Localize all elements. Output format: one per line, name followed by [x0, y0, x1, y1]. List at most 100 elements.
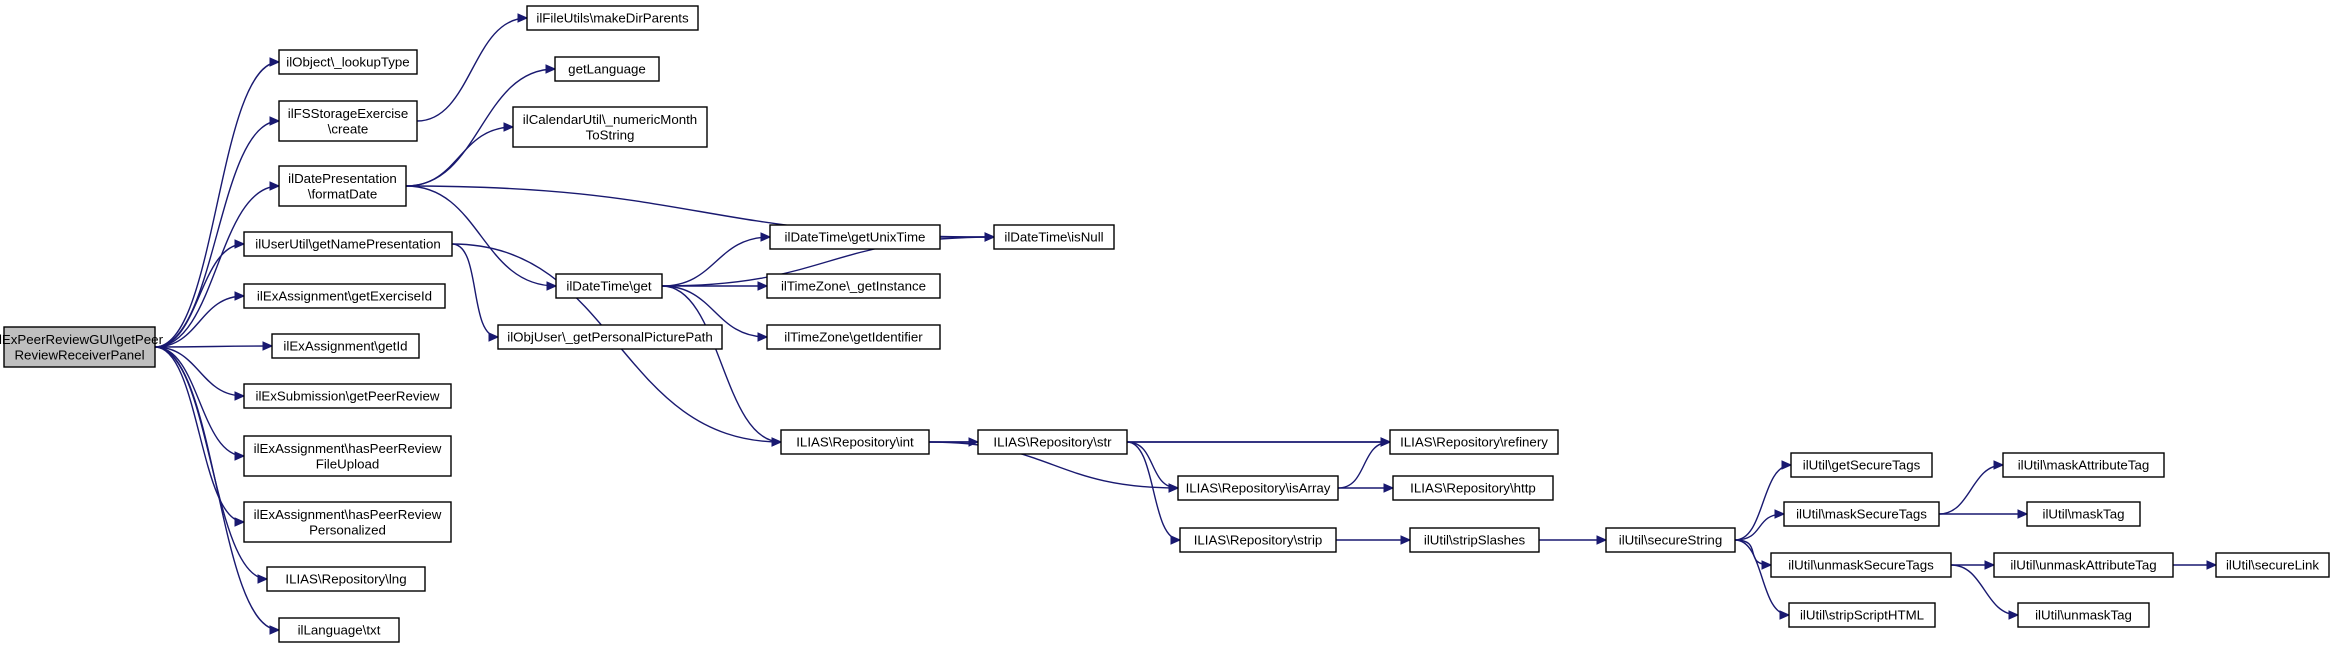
- node-label: getLanguage: [568, 62, 646, 77]
- node-tzGetInstance[interactable]: ilTimeZone\_getInstance: [766, 273, 941, 299]
- edge-repoStr-to-refinery: [1127, 437, 1392, 447]
- node-getLanguage[interactable]: getLanguage: [554, 56, 660, 82]
- edge-root-to-txt: [154, 346, 281, 635]
- edge-root-to-getId: [154, 341, 274, 351]
- node-label: ilDatePresentation: [288, 171, 397, 186]
- node-label: ilExAssignment\hasPeerReview: [254, 507, 442, 522]
- node-tzGetIdentifier[interactable]: ilTimeZone\getIdentifier: [766, 324, 941, 350]
- edge-secureString-to-stripScriptHTML: [1734, 539, 1791, 620]
- edge-unmaskAttributeTag-to-secureLink: [2172, 560, 2218, 570]
- node-label: ilFileUtils\makeDirParents: [536, 11, 689, 26]
- node-box: [1605, 527, 1736, 553]
- edge-root-to-formatDate: [154, 181, 281, 348]
- node-label: ILIAS\Repository\http: [1410, 481, 1536, 496]
- node-label: ilDateTime\isNull: [1004, 230, 1103, 245]
- node-label: ilCalendarUtil\_numericMonth: [523, 112, 697, 127]
- node-box: [1389, 429, 1559, 455]
- node-box: [1770, 552, 1952, 578]
- node-dtGet[interactable]: ilDateTime\get: [555, 273, 663, 299]
- node-box: [769, 224, 941, 250]
- node-label: ilTimeZone\_getInstance: [781, 279, 926, 294]
- node-unmaskAttributeTag[interactable]: ilUtil\unmaskAttributeTag: [1993, 552, 2174, 578]
- node-getUnixTime[interactable]: ilDateTime\getUnixTime: [769, 224, 941, 250]
- node-label: ILIAS\Repository\refinery: [1400, 435, 1548, 450]
- node-getSecureTags[interactable]: ilUtil\getSecureTags: [1790, 452, 1933, 478]
- node-isNull[interactable]: ilDateTime\isNull: [993, 224, 1115, 250]
- node-maskSecureTags[interactable]: ilUtil\maskSecureTags: [1783, 501, 1940, 527]
- node-box: [2026, 501, 2141, 527]
- node-stripSlashes[interactable]: ilUtil\stripSlashes: [1409, 527, 1540, 553]
- node-box: [1392, 475, 1554, 501]
- node-label: \formatDate: [308, 186, 377, 201]
- node-box: [1788, 602, 1936, 628]
- node-secureString[interactable]: ilUtil\secureString: [1605, 527, 1736, 553]
- node-label: ilExSubmission\getPeerReview: [255, 389, 439, 404]
- node-label: ILIAS\Repository\int: [796, 435, 914, 450]
- node-getPeerReview[interactable]: ilExSubmission\getPeerReview: [243, 383, 452, 409]
- node-getExerciseId[interactable]: ilExAssignment\getExerciseId: [243, 283, 446, 309]
- node-isArray[interactable]: ILIAS\Repository\isArray: [1177, 475, 1339, 501]
- edge-root-to-hasPRFileUpload: [154, 346, 246, 461]
- node-label: FileUpload: [316, 456, 380, 471]
- node-box: [766, 324, 941, 350]
- node-maskTag[interactable]: ilUtil\maskTag: [2026, 501, 2141, 527]
- edge-unmaskSecureTags-to-unmaskTag: [1950, 564, 2020, 620]
- node-repoStr[interactable]: ILIAS\Repository\str: [977, 429, 1128, 455]
- node-fsCreate[interactable]: ilFSStorageExercise\create: [278, 100, 418, 142]
- node-personalPic[interactable]: ilObjUser\_getPersonalPicturePath: [497, 324, 723, 350]
- node-label: ILIAS\Repository\strip: [1194, 533, 1323, 548]
- node-box: [1790, 452, 1933, 478]
- node-label: ilExAssignment\getExerciseId: [257, 289, 432, 304]
- edge-formatDate-to-numericMonth: [405, 122, 515, 187]
- node-label: ilExAssignment\hasPeerReview: [254, 441, 442, 456]
- node-label: ilDateTime\get: [566, 279, 652, 294]
- edge-maskSecureTags-to-maskAttributeTag: [1938, 460, 2005, 515]
- node-label: ilUtil\unmaskTag: [2035, 608, 2132, 623]
- node-lng[interactable]: ILIAS\Repository\lng: [266, 566, 426, 592]
- node-lookupType[interactable]: ilObject\_lookupType: [278, 49, 418, 75]
- node-label: ilUtil\maskSecureTags: [1796, 507, 1927, 522]
- node-box: [554, 56, 660, 82]
- node-label: ilDateTime\getUnixTime: [785, 230, 926, 245]
- edge-stripSlashes-to-secureString: [1539, 535, 1608, 545]
- edge-root-to-lookupType: [154, 57, 281, 348]
- node-label: ilObject\_lookupType: [286, 55, 409, 70]
- edge-unmaskSecureTags-to-unmaskAttributeTag: [1950, 560, 1996, 570]
- node-repoStrip[interactable]: ILIAS\Repository\strip: [1179, 527, 1337, 553]
- node-repoInt[interactable]: ILIAS\Repository\int: [780, 429, 930, 455]
- node-refinery[interactable]: ILIAS\Repository\refinery: [1389, 429, 1559, 455]
- node-getNamePres[interactable]: ilUserUtil\getNamePresentation: [243, 231, 453, 257]
- node-box: [977, 429, 1128, 455]
- node-getId[interactable]: ilExAssignment\getId: [271, 333, 420, 359]
- edge-getUnixTime-to-isNull: [940, 232, 996, 242]
- node-maskAttributeTag[interactable]: ilUtil\maskAttributeTag: [2002, 452, 2165, 478]
- node-box: [766, 273, 941, 299]
- node-secureLink[interactable]: ilUtil\secureLink: [2215, 552, 2330, 578]
- node-txt[interactable]: ilLanguage\txt: [278, 617, 400, 643]
- node-box: [1179, 527, 1337, 553]
- node-makeDirParents[interactable]: ilFileUtils\makeDirParents: [526, 5, 699, 31]
- edge-root-to-hasPRPersonalized: [154, 346, 246, 527]
- node-stripScriptHTML[interactable]: ilUtil\stripScriptHTML: [1788, 602, 1936, 628]
- node-unmaskSecureTags[interactable]: ilUtil\unmaskSecureTags: [1770, 552, 1952, 578]
- node-label: ILIAS\Repository\str: [993, 435, 1112, 450]
- edge-root-to-getPeerReview: [154, 346, 246, 401]
- node-box: [278, 100, 418, 142]
- node-label: ilUtil\secureLink: [2226, 558, 2319, 573]
- node-label: ilLanguage\txt: [298, 623, 381, 638]
- node-label: ILIAS\Repository\isArray: [1186, 481, 1331, 496]
- node-box: [243, 383, 452, 409]
- node-box: [2215, 552, 2330, 578]
- edge-fsCreate-to-makeDirParents: [416, 13, 529, 122]
- node-formatDate[interactable]: ilDatePresentation\formatDate: [278, 165, 407, 207]
- edge-secureString-to-getSecureTags: [1734, 460, 1793, 541]
- node-http[interactable]: ILIAS\Repository\http: [1392, 475, 1554, 501]
- node-unmaskTag[interactable]: ilUtil\unmaskTag: [2017, 602, 2150, 628]
- edge-root-to-getExerciseId: [154, 291, 246, 348]
- edge-repoStrip-to-stripSlashes: [1336, 535, 1412, 545]
- node-label: ilUtil\maskAttributeTag: [2018, 458, 2150, 473]
- edge-root-to-getNamePres: [154, 239, 246, 348]
